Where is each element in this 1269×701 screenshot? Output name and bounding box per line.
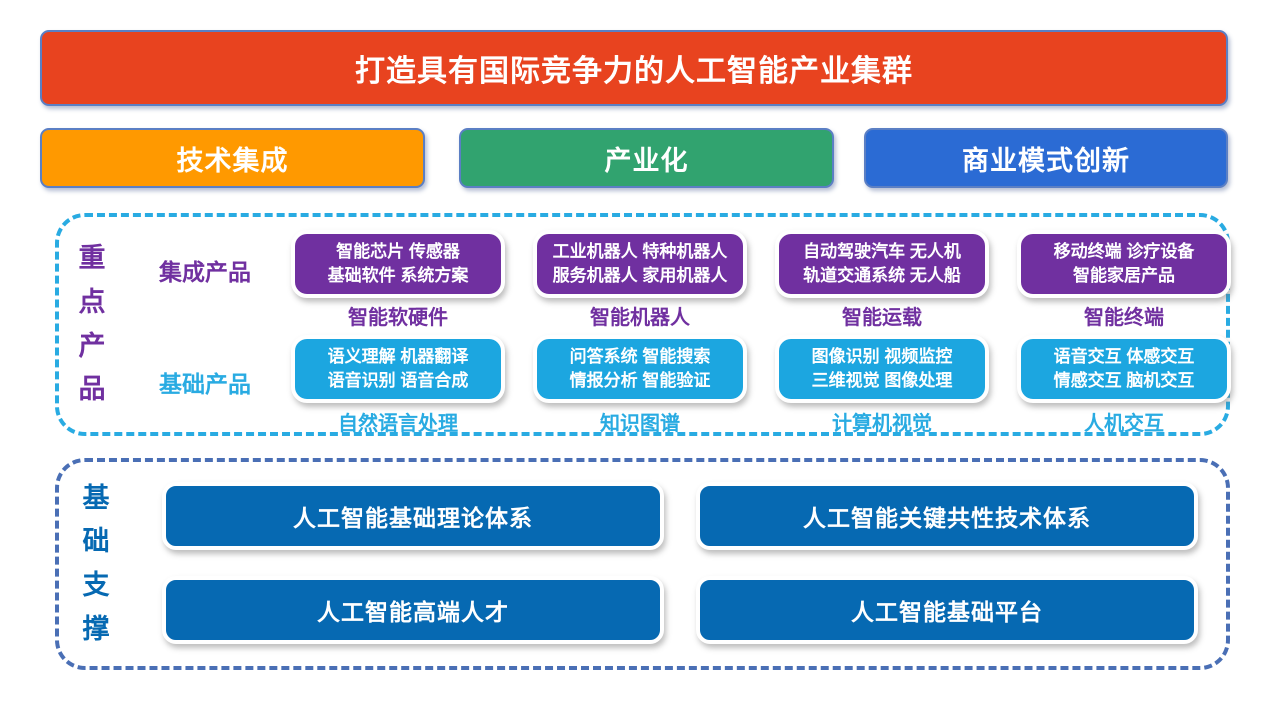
product-column-smart-software-hardware: 智能芯片 传感器 基础软件 系统方案 智能软硬件 语义理解 机器翻译 语音识别 … (291, 217, 505, 435)
box-label: 人工智能基础理论体系 (293, 505, 533, 531)
box-label: 人工智能高端人才 (317, 599, 509, 625)
box-line: 智能芯片 传感器 (336, 242, 460, 262)
box-line: 图像识别 视频监控 (811, 347, 953, 367)
pillar-label: 产业化 (604, 145, 689, 176)
box-line: 语义理解 机器翻译 (327, 347, 469, 367)
product-column-smart-transport: 自动驾驶汽车 无人机 轨道交通系统 无人船 智能运载 图像识别 视频监控 三维视… (775, 217, 989, 435)
box-line: 轨道交通系统 无人船 (803, 266, 961, 285)
basic-caption: 知识图谱 (600, 413, 680, 435)
box-label: 人工智能基础平台 (851, 599, 1043, 625)
box-label: 人工智能关键共性技术体系 (803, 505, 1091, 531)
key-products-panel: 重点产品 集成产品 基础产品 智能芯片 传感器 基础软件 系统方案 智能软硬件 … (55, 213, 1231, 436)
pillar-banner-business-model: 商业模式创新 (864, 128, 1228, 188)
integrated-product-box: 移动终端 诊疗设备 智能家居产品 (1017, 230, 1231, 298)
basic-product-box: 问答系统 智能搜索 情报分析 智能验证 (533, 335, 747, 403)
box-line: 语音识别 语音合成 (327, 371, 469, 390)
box-line: 自动驾驶汽车 无人机 (803, 242, 961, 262)
pillar-label: 技术集成 (176, 145, 289, 176)
integrated-caption: 智能软硬件 (348, 307, 448, 329)
box-line: 情感交互 脑机交互 (1053, 371, 1195, 390)
box-line: 情报分析 智能验证 (569, 371, 711, 390)
foundation-box-basic-platform: 人工智能基础平台 (696, 576, 1198, 644)
product-columns: 智能芯片 传感器 基础软件 系统方案 智能软硬件 语义理解 机器翻译 语音识别 … (291, 217, 1231, 435)
pillar-banner-industrialization: 产业化 (459, 128, 834, 188)
foundation-box-basic-theory: 人工智能基础理论体系 (162, 482, 664, 550)
box-line: 问答系统 智能搜索 (569, 347, 711, 367)
key-products-panel-label: 重点产品 (69, 217, 115, 432)
integrated-caption: 智能终端 (1084, 307, 1164, 329)
box-line: 智能家居产品 (1073, 266, 1175, 285)
basic-product-box: 图像识别 视频监控 三维视觉 图像处理 (775, 335, 989, 403)
foundation-box-key-common-tech: 人工智能关键共性技术体系 (696, 482, 1198, 550)
basic-caption: 人机交互 (1084, 413, 1164, 435)
box-line: 服务机器人 家用机器人 (552, 266, 728, 285)
basic-product-box: 语音交互 体感交互 情感交互 脑机交互 (1017, 335, 1231, 403)
box-line: 移动终端 诊疗设备 (1053, 242, 1195, 262)
basic-caption: 计算机视觉 (832, 413, 932, 435)
vertical-label-text: 重点产品 (78, 243, 106, 405)
box-line: 基础软件 系统方案 (327, 266, 469, 285)
foundation-box-high-end-talent: 人工智能高端人才 (162, 576, 664, 644)
main-title-text: 打造具有国际竞争力的人工智能产业集群 (355, 55, 913, 88)
box-line: 语音交互 体感交互 (1053, 347, 1195, 367)
product-column-smart-terminals: 移动终端 诊疗设备 智能家居产品 智能终端 语音交互 体感交互 情感交互 脑机交… (1017, 217, 1231, 435)
basic-caption: 自然语言处理 (338, 413, 458, 435)
basic-product-box: 语义理解 机器翻译 语音识别 语音合成 (291, 335, 505, 403)
foundation-support-panel: 基础支撑 人工智能基础理论体系 人工智能关键共性技术体系 人工智能高端人才 人工… (55, 458, 1230, 670)
vertical-label-text: 基础支撑 (82, 482, 110, 644)
row-label-basic-products: 基础产品 (159, 371, 251, 397)
foundation-panel-label: 基础支撑 (73, 462, 119, 666)
integrated-product-box: 自动驾驶汽车 无人机 轨道交通系统 无人船 (775, 230, 989, 298)
main-title-banner: 打造具有国际竞争力的人工智能产业集群 (40, 30, 1228, 106)
integrated-product-box: 智能芯片 传感器 基础软件 系统方案 (291, 230, 505, 298)
box-line: 三维视觉 图像处理 (811, 371, 953, 390)
integrated-caption: 智能机器人 (590, 307, 690, 329)
foundation-boxes: 人工智能基础理论体系 人工智能关键共性技术体系 人工智能高端人才 人工智能基础平… (162, 482, 1198, 644)
pillar-banner-tech-integration: 技术集成 (40, 128, 425, 188)
integrated-caption: 智能运载 (842, 307, 922, 329)
product-column-smart-robots: 工业机器人 特种机器人 服务机器人 家用机器人 智能机器人 问答系统 智能搜索 … (533, 217, 747, 435)
integrated-product-box: 工业机器人 特种机器人 服务机器人 家用机器人 (533, 230, 747, 298)
box-line: 工业机器人 特种机器人 (552, 242, 728, 262)
pillar-label: 商业模式创新 (962, 145, 1130, 176)
row-label-integrated-products: 集成产品 (159, 259, 251, 285)
